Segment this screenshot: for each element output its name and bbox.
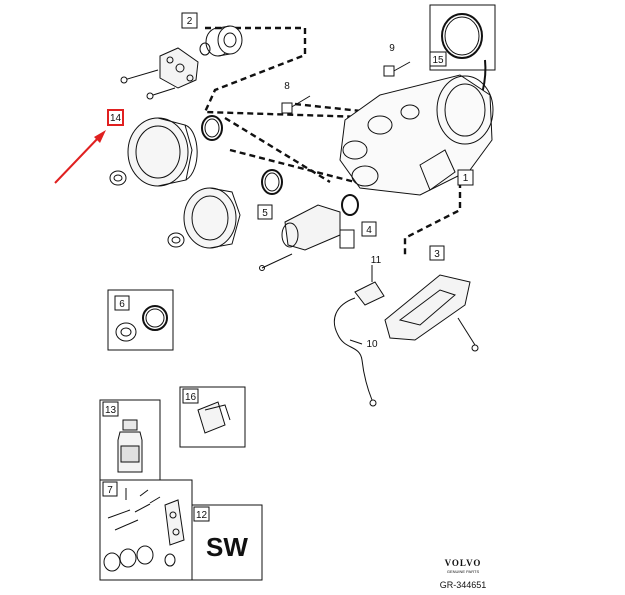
callout-box-16 [182, 388, 199, 404]
callout-6: 6 [119, 299, 125, 310]
highlight-arrow [54, 130, 106, 184]
callout-box-2 [181, 12, 198, 29]
callout-15: 15 [432, 55, 444, 66]
part-10-11-sensor-cable [333, 265, 385, 407]
callout-14: 14 [110, 113, 122, 124]
diagram-reference: GR-344651 [440, 580, 487, 590]
callout-box-7 [102, 481, 118, 497]
part-4-motor [259, 194, 377, 271]
callout-12: 12 [196, 510, 208, 521]
callout-box-6 [114, 295, 130, 311]
kit-7 [99, 479, 193, 581]
callout-8: 8 [284, 81, 290, 92]
callout-3: 3 [434, 249, 440, 260]
callout-2: 2 [187, 16, 193, 27]
callout-box-13 [102, 401, 119, 417]
kit-13-fluid [99, 399, 161, 481]
part-2-filter-assembly [120, 12, 243, 100]
part-5-clutch-housing [167, 169, 283, 249]
kit-12-sw-text: SW [206, 532, 248, 562]
callout-box-4 [361, 221, 377, 237]
callout-labels: 2 15 9 8 1 14 5 4 3 11 10 6 16 13 7 12 [105, 16, 469, 521]
callout-16: 16 [185, 392, 197, 403]
volvo-logo-text: VOLVO [445, 558, 482, 568]
kit-16 [179, 386, 246, 448]
callout-box-3 [429, 245, 445, 261]
callout-10: 10 [366, 339, 378, 350]
kit-12 [191, 504, 263, 581]
callout-box-14 [107, 109, 124, 126]
callout-11: 11 [371, 255, 382, 266]
part-1-main-housing [339, 74, 494, 196]
callout-4: 4 [366, 225, 372, 236]
callout-5: 5 [262, 208, 268, 219]
kit-6 [107, 289, 174, 351]
callout-box-12 [193, 506, 210, 522]
callout-7: 7 [107, 485, 113, 496]
brand-block: VOLVO GENUINE PARTS GR-344651 [440, 558, 487, 590]
part-3-control-module [384, 245, 479, 352]
callout-box-1 [457, 169, 474, 186]
callout-13: 13 [105, 405, 117, 416]
genuine-parts-text: GENUINE PARTS [447, 569, 480, 574]
part-14-bell-housing [107, 109, 223, 187]
kit-7-bolts [107, 488, 161, 531]
callout-1: 1 [463, 173, 469, 184]
callout-box-5 [257, 204, 273, 220]
callout-9: 9 [389, 43, 395, 54]
bolts-8-9 [281, 61, 411, 114]
